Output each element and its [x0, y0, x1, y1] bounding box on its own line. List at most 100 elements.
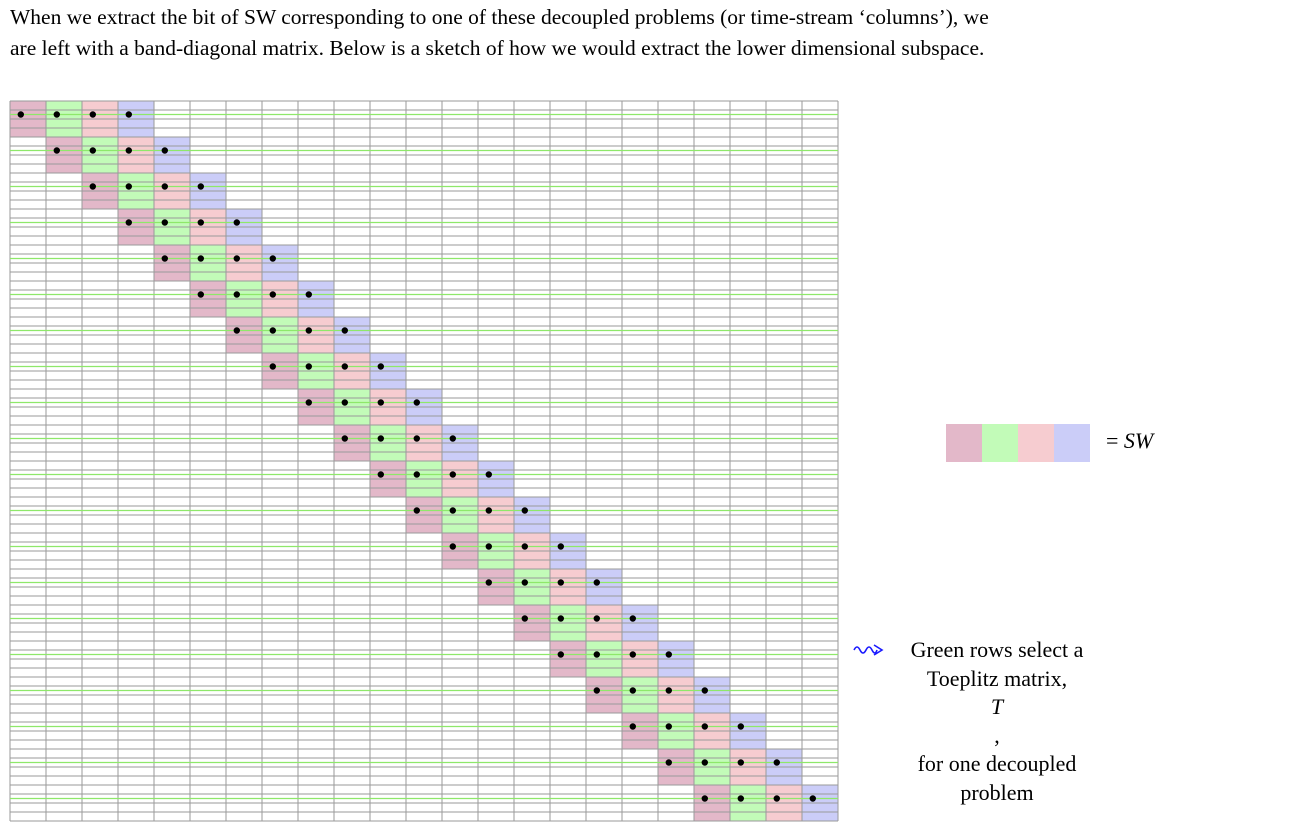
band-dot	[197, 255, 204, 262]
band-dot	[377, 399, 384, 406]
band-dot	[449, 543, 456, 550]
band-dot	[773, 795, 780, 802]
intro-line-1: When we extract the bit of SW correspond…	[10, 5, 989, 29]
band-dot	[701, 795, 708, 802]
band-dot	[593, 579, 600, 586]
band-dot	[593, 615, 600, 622]
sw-swatch-pink	[946, 424, 982, 462]
band-dot	[377, 363, 384, 370]
band-dot	[125, 183, 132, 190]
sw-symbol: SW	[1123, 428, 1154, 453]
band-dot	[449, 435, 456, 442]
note-line-2-prefix: Toeplitz matrix,	[926, 665, 1068, 691]
band-dot	[485, 543, 492, 550]
band-dot	[701, 759, 708, 766]
band-dot	[233, 219, 240, 226]
band-dot	[557, 651, 564, 658]
band-dot	[413, 471, 420, 478]
band-dot	[377, 471, 384, 478]
band-dot	[341, 435, 348, 442]
band-dot	[737, 759, 744, 766]
intro-paragraph: When we extract the bit of SW correspond…	[10, 2, 1285, 64]
band-dot	[89, 183, 97, 190]
band-dot	[269, 291, 276, 298]
sw-swatch-rose	[1018, 424, 1054, 462]
band-dot	[557, 543, 564, 550]
grid-lines-group	[9, 100, 839, 822]
band-dot	[89, 111, 97, 118]
band-dot	[413, 399, 420, 406]
green-row-lines-group	[10, 113, 838, 800]
sw-swatch-green	[982, 424, 1018, 462]
toeplitz-note: Green rows select a Toeplitz matrix, T, …	[852, 636, 1142, 805]
band-dot	[161, 147, 168, 154]
band-dot	[341, 327, 348, 334]
band-dot	[197, 291, 204, 298]
band-dot	[269, 255, 276, 262]
band-dot	[341, 363, 348, 370]
band-dot	[125, 219, 132, 226]
band-dot	[305, 399, 312, 406]
band-dot	[377, 435, 384, 442]
band-dot	[665, 651, 672, 658]
band-dot	[485, 507, 492, 514]
band-dot	[593, 687, 600, 694]
band-dot	[269, 363, 276, 370]
band-dot	[161, 183, 168, 190]
band-dot	[233, 291, 240, 298]
band-dot	[305, 291, 312, 298]
sw-legend-swatches	[946, 424, 1090, 462]
intro-line-2: are left with a band-diagonal matrix. Be…	[10, 36, 985, 60]
band-dot	[197, 183, 204, 190]
equals-sign: =	[1106, 428, 1119, 453]
toeplitz-symbol: T	[990, 694, 1004, 719]
band-dot	[197, 219, 204, 226]
band-dot	[701, 723, 708, 730]
band-dot	[557, 615, 564, 622]
band-dot	[521, 579, 528, 586]
band-dot	[701, 687, 708, 694]
band-dot	[629, 687, 636, 694]
band-dot	[17, 111, 24, 118]
band-dot	[485, 471, 492, 478]
diagonal-dots-group	[17, 111, 816, 802]
band-dot	[557, 579, 564, 586]
band-dot	[305, 363, 312, 370]
band-dot	[53, 147, 60, 154]
band-dot	[521, 507, 528, 514]
band-dot	[305, 327, 312, 334]
band-dot	[593, 651, 600, 658]
band-dot	[125, 147, 132, 154]
sw-swatch-lavender	[1054, 424, 1090, 462]
sw-legend: = SW	[946, 424, 1246, 462]
band-dot	[629, 651, 636, 658]
note-line-2-suffix: ,	[994, 722, 1000, 748]
band-dot	[413, 507, 420, 514]
band-dot	[233, 255, 240, 262]
note-line-3: for one decoupled	[917, 751, 1077, 776]
band-dot	[269, 327, 276, 334]
sw-legend-label: = SW	[1106, 428, 1153, 454]
toeplitz-note-text: Green rows select a Toeplitz matrix, T, …	[886, 636, 1108, 807]
band-dot	[449, 507, 456, 514]
band-dot	[665, 759, 672, 766]
band-dot	[737, 723, 744, 730]
band-dot	[629, 615, 636, 622]
band-dot	[89, 147, 97, 154]
note-line-2: Toeplitz matrix, T,	[886, 665, 1108, 751]
band-dot	[449, 471, 456, 478]
band-dot	[665, 723, 672, 730]
band-dot	[413, 435, 420, 442]
band-dot	[53, 111, 60, 118]
squiggly-right-arrow-icon	[853, 644, 884, 656]
band-dot	[233, 327, 240, 334]
band-dot	[629, 723, 636, 730]
band-dot	[161, 219, 168, 226]
band-dot	[521, 543, 528, 550]
band-dot	[773, 759, 780, 766]
band-dot	[161, 255, 168, 262]
note-line-4: problem	[960, 779, 1034, 805]
band-dot	[521, 615, 528, 622]
band-dot	[809, 795, 816, 802]
